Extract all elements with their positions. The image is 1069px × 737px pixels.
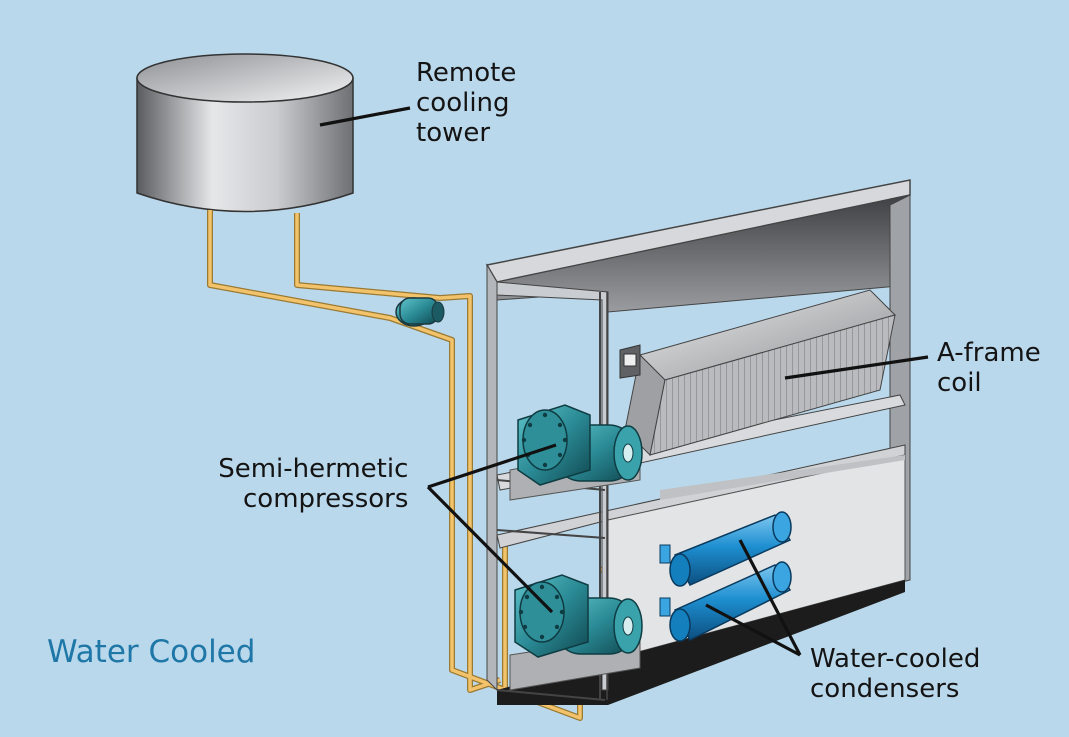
lower-compressor <box>509 574 643 691</box>
upper-compressor <box>509 404 643 501</box>
label-remote-cooling-tower: Remote cooling tower <box>416 58 516 148</box>
cooling-tower <box>136 53 354 213</box>
label-line: Semi-hermetic <box>218 454 409 484</box>
label-water-cooled-condensers: Water-cooled condensers <box>810 644 980 704</box>
label-line: coil <box>937 368 982 398</box>
leader-lines <box>319 106 929 657</box>
label-line: Water-cooled <box>810 644 981 674</box>
label-line: tower <box>416 118 491 148</box>
water-pump <box>395 297 445 327</box>
label-line: A-frame <box>937 338 1041 368</box>
water-pipes <box>207 210 658 721</box>
label-a-frame-coil: A-frame coil <box>937 338 1041 398</box>
label-line: cooling <box>416 88 510 118</box>
label-line: compressors <box>243 484 409 514</box>
diagram-caption: Water Cooled <box>47 634 256 670</box>
label-line: condensers <box>810 674 960 704</box>
label-semi-hermetic-compressors: Semi-hermetic compressors <box>215 454 408 514</box>
label-line: Remote <box>416 58 517 88</box>
